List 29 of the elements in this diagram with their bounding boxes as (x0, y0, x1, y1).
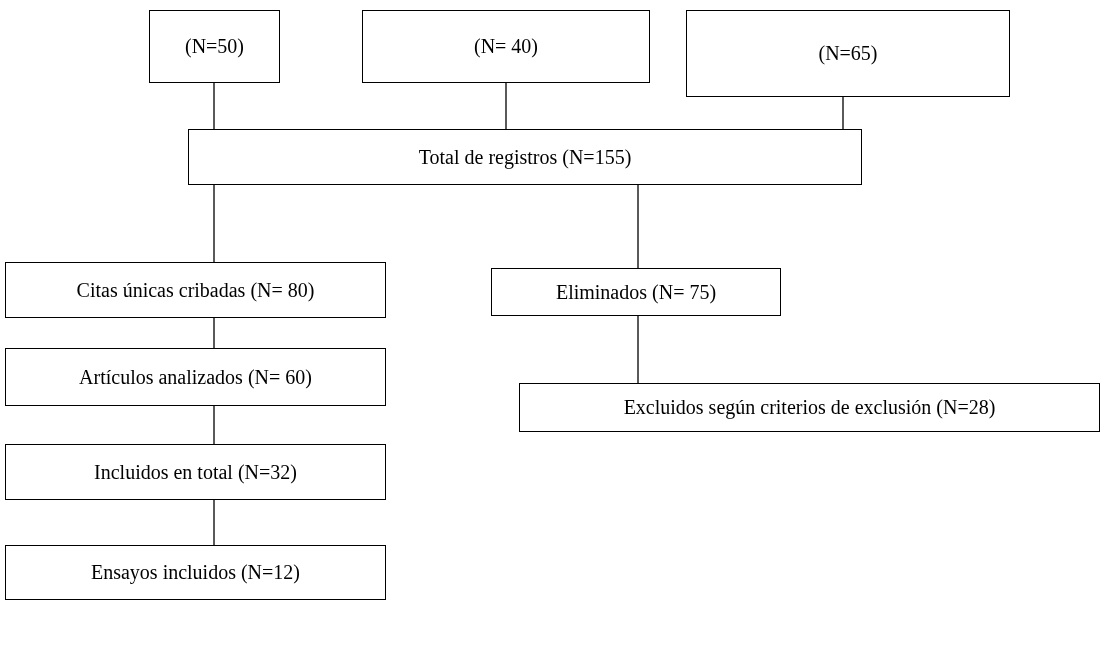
box-text: Citas únicas cribadas (N= 80) (76, 277, 315, 303)
connector-line (842, 96, 844, 130)
process-box (362, 10, 650, 83)
connector-line (213, 82, 215, 130)
box-text: (N=50) (184, 34, 244, 59)
connector-line (637, 184, 639, 269)
box-text: Excluidos según criterios de exclusión (N=28) (623, 395, 996, 420)
process-box (686, 10, 1010, 97)
connector-line (213, 317, 215, 349)
process-box (188, 129, 862, 185)
box-text: Incluidos en total (N=32) (94, 459, 297, 485)
connector-line (505, 82, 507, 130)
process-box (491, 268, 781, 316)
connector-line (213, 184, 215, 263)
connector-line (213, 405, 215, 445)
connector-line (637, 315, 639, 384)
process-box (5, 348, 386, 406)
process-box (149, 10, 280, 83)
box-text: Artículos analizados (N= 60) (79, 364, 312, 390)
process-box (5, 262, 386, 318)
process-box (5, 444, 386, 500)
box-text: Ensayos incluidos (N=12) (90, 560, 300, 585)
box-text: Total de registros (N=155) (418, 144, 632, 170)
connector-line (213, 499, 215, 546)
process-box (519, 383, 1100, 432)
process-box (5, 545, 386, 600)
box-text: (N= 40) (473, 34, 538, 59)
box-text: Eliminados (N= 75) (555, 279, 717, 305)
box-text: (N=65) (818, 41, 878, 66)
